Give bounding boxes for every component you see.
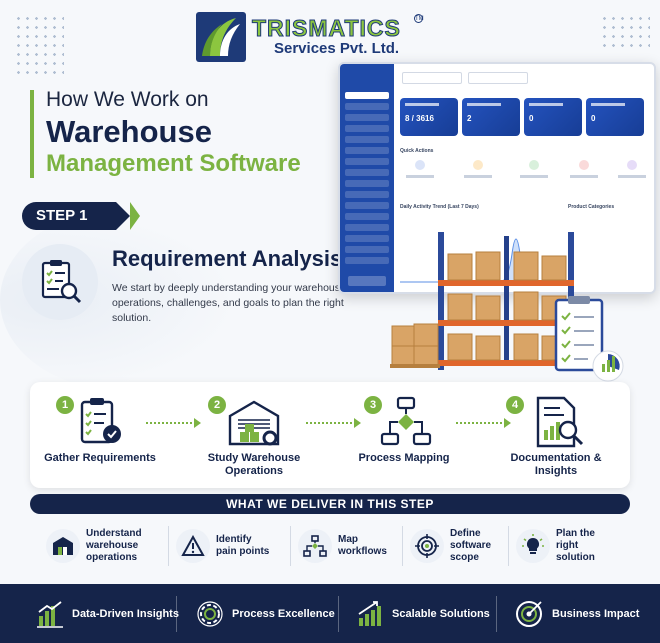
target-icon	[410, 529, 444, 563]
quick-action	[402, 160, 438, 182]
warehouse-gear-icon	[228, 400, 280, 446]
deliver-item: Map workflows	[298, 520, 394, 572]
trademark-badge: TM	[414, 14, 424, 23]
step-badge: STEP 1	[22, 202, 130, 230]
dashboard-sidebar	[340, 64, 394, 292]
divider	[402, 526, 403, 566]
logout-button	[348, 276, 386, 286]
step-badge-arrow	[130, 202, 140, 230]
deliver-label: Plan the right solution	[556, 528, 595, 563]
stat-card: 0	[524, 98, 582, 136]
deliver-label: Understand warehouse operations	[86, 528, 142, 563]
deliver-label: Identify pain points	[216, 534, 270, 557]
step-number: 1	[56, 396, 74, 414]
process-arrow	[306, 418, 361, 428]
deliver-label: Define software scope	[450, 528, 492, 563]
footer-bar: Data-Driven Insights Process Excellence …	[0, 584, 660, 643]
process-step-label: Process Mapping	[358, 452, 450, 464]
checklist-magnifier-icon	[41, 260, 82, 304]
deliver-item: Understand warehouse operations	[46, 520, 144, 572]
footer-item: Business Impact	[514, 596, 639, 632]
target-icon	[516, 601, 542, 627]
requirement-icon-circle	[22, 244, 98, 320]
step-number: 4	[506, 396, 524, 414]
checklist-icon	[80, 398, 121, 444]
heading-accent-bar	[30, 90, 34, 178]
cardboard-boxes-icon	[390, 323, 440, 368]
stat-card: 0	[586, 98, 644, 136]
bar-chart-icon	[37, 601, 63, 628]
dashboard-select	[468, 72, 528, 84]
process-arrow	[146, 418, 201, 428]
divider	[338, 596, 339, 632]
quick-action	[516, 160, 552, 182]
footer-label: Data-Driven Insights	[72, 608, 179, 620]
divider	[168, 526, 169, 566]
footer-label: Scalable Solutions	[392, 608, 490, 620]
brand-name: TRISMATICS	[252, 15, 401, 41]
stat-card: 8 / 3616	[400, 98, 458, 136]
footer-item: Data-Driven Insights	[36, 596, 179, 632]
footer-item: Process Excellence	[196, 596, 335, 632]
quick-action	[614, 160, 650, 182]
brand-logo: TRISMATICS Services Pvt. Ltd.	[196, 12, 401, 62]
logo-mark-icon	[196, 12, 246, 62]
divider	[508, 526, 509, 566]
dashboard-select	[402, 72, 462, 84]
quick-action	[460, 160, 496, 182]
footer-label: Process Excellence	[232, 608, 335, 620]
divider	[290, 526, 291, 566]
deliver-label: Map workflows	[338, 534, 387, 557]
documentation-insights-icon	[536, 396, 584, 448]
dot-pattern	[600, 14, 650, 50]
stat-card: 2	[462, 98, 520, 136]
divider	[496, 596, 497, 632]
footer-label: Business Impact	[552, 608, 640, 620]
heading-line-3: Management Software	[46, 150, 301, 177]
process-map-icon	[380, 396, 432, 446]
deliver-items: Understand warehouse operations Identify…	[42, 520, 622, 572]
quick-action	[566, 160, 602, 182]
growth-chart-icon	[358, 601, 381, 626]
heading-line-2: Warehouse	[46, 114, 212, 149]
brand-subtitle: Services Pvt. Ltd.	[274, 40, 400, 57]
clipboard-report-icon	[554, 296, 624, 382]
deliver-title-bar: WHAT WE DELIVER IN THIS STEP	[30, 494, 630, 514]
chart-title: Daily Activity Trend (Last 7 Days)	[400, 204, 479, 210]
warning-icon	[176, 529, 210, 563]
process-step-label: Gather Requirements	[44, 452, 156, 464]
deliver-item: Define software scope	[410, 520, 502, 572]
heading-line-1: How We Work on	[46, 88, 209, 111]
requirement-description: We start by deeply understanding your wa…	[112, 282, 346, 324]
footer-item: Scalable Solutions	[356, 596, 490, 632]
process-step-label: Documentation & Insights	[510, 452, 602, 477]
step-number: 2	[208, 396, 226, 414]
dot-pattern	[14, 14, 64, 74]
deliver-item: Plan the right solution	[516, 520, 606, 572]
workflow-icon	[298, 529, 332, 563]
step-number: 3	[364, 396, 382, 414]
process-arrow	[456, 418, 511, 428]
lightbulb-icon	[516, 529, 550, 563]
requirement-title: Requirement Analysis	[112, 246, 343, 271]
categories-title: Product Categories	[568, 204, 615, 210]
warehouse-icon	[46, 529, 80, 563]
divider	[176, 596, 177, 632]
process-step-label: Study Warehouse Operations	[207, 452, 301, 477]
gear-icon	[197, 601, 223, 627]
deliver-item: Identify pain points	[176, 520, 270, 572]
quick-actions-title: Quick Actions	[400, 148, 434, 154]
process-steps-panel: 1 Gather Requirements 2 Study Warehouse …	[30, 382, 630, 488]
